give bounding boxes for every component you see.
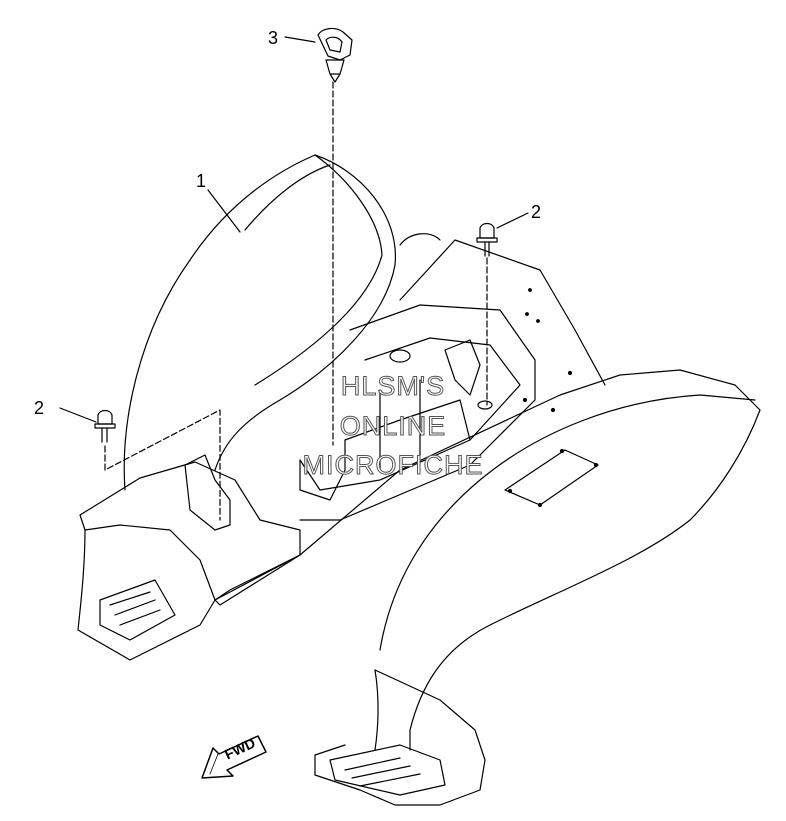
fender-right-outer (214, 369, 761, 751)
fender-right-top-edge (379, 394, 756, 651)
step-tread-3 (119, 609, 161, 626)
right-step-tread-3 (359, 773, 421, 787)
fender-left-skirt (77, 529, 216, 661)
tray-step (444, 339, 481, 396)
fender-hump (399, 233, 441, 246)
fender-left-body (79, 461, 301, 606)
fender-right-step (329, 744, 446, 796)
seat-tray-floor (299, 337, 521, 491)
seat-tray-rim (299, 304, 536, 521)
fender-right-flap (214, 554, 301, 601)
seat-tray-outer (399, 239, 606, 386)
bolt-left-part-2 (59, 407, 221, 521)
fender-left-flap-inner (254, 154, 383, 386)
clip-part-3 (284, 27, 353, 446)
callout-part-3: 3 (268, 28, 279, 48)
right-step-tread-2 (351, 765, 411, 779)
callout-part-2-left: 2 (34, 398, 45, 418)
watermark-line-3: MICROFICHE (302, 450, 484, 480)
fender-left-rim (184, 454, 231, 531)
fwd-arrow-icon (201, 735, 267, 779)
step-tread-1 (109, 591, 151, 606)
leader-line-part-2-left (104, 409, 221, 521)
fender-right-side (374, 669, 379, 751)
compartment-mid (344, 399, 471, 441)
tray-hole (389, 349, 411, 363)
leader-line-part-1 (207, 189, 241, 233)
watermark-line-2: ONLINE (339, 411, 447, 441)
compartment-left (299, 439, 346, 501)
fender-left-step (99, 579, 176, 641)
watermark-line-1: HLSM'S (340, 371, 446, 401)
callout-part-1: 1 (196, 171, 207, 191)
rear-fender (77, 154, 761, 806)
fender-right-lower (314, 669, 486, 806)
bolt-right-part-2 (476, 212, 529, 406)
right-step-tread-1 (344, 757, 401, 771)
fender-left-flap (123, 154, 396, 491)
mount-hole-right (477, 400, 493, 410)
fender-left-flap-edge (244, 164, 331, 231)
step-tread-2 (114, 599, 156, 616)
callout-part-2-right: 2 (531, 202, 542, 222)
